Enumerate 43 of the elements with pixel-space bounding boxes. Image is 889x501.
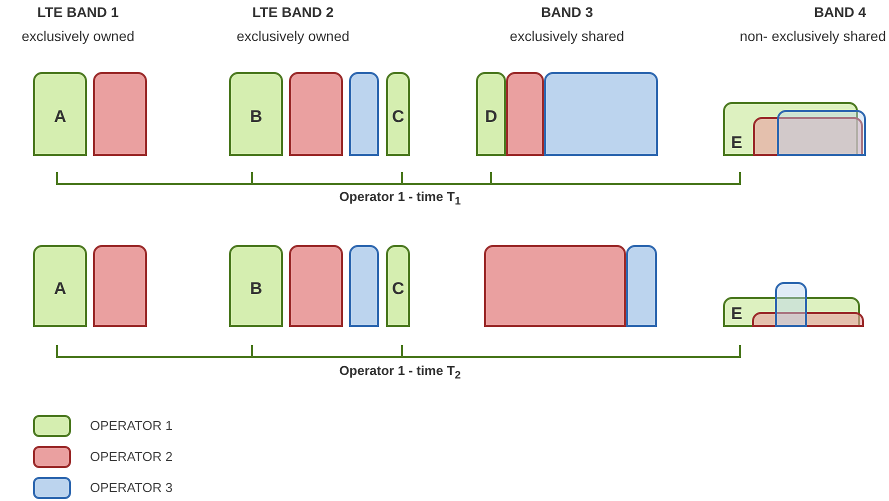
block-letter: C (392, 108, 404, 125)
block-letter: C (392, 280, 404, 297)
block-letter: B (250, 108, 262, 125)
spectrum-block (775, 282, 807, 327)
spectrum-block (723, 297, 860, 327)
spectrum-block (33, 72, 87, 156)
block-letter: A (54, 280, 66, 297)
block-letter: D (485, 108, 498, 125)
spectrum-block (626, 245, 657, 327)
spectrum-block (723, 102, 858, 156)
spectrum-block (229, 72, 283, 156)
band-title: LTE BAND 2 (252, 4, 334, 20)
band-subtitle: non- exclusively shared (740, 28, 886, 44)
block-letter: A (54, 108, 66, 125)
band-title: BAND 4 (814, 4, 866, 20)
spectrum-block (349, 72, 379, 156)
band-subtitle: exclusively owned (22, 28, 134, 44)
block-letter: E (731, 134, 742, 151)
spectrum-block (229, 245, 283, 327)
spectrum-block (506, 72, 544, 156)
block-letter: B (250, 280, 262, 297)
spectrum-block (33, 245, 87, 327)
band-subtitle: exclusively owned (236, 28, 350, 44)
bracket-label: Operator 1 - time T$_{1}$ (339, 189, 461, 208)
band-title: BAND 3 (540, 4, 594, 20)
spectrum-block (386, 245, 410, 327)
band-title: LTE BAND 1 (37, 4, 119, 20)
spectrum-block (289, 72, 343, 156)
legend-label: OPERATOR 2 (90, 449, 173, 464)
legend-label: OPERATOR 1 (90, 418, 173, 433)
spectrum-block (93, 245, 147, 327)
band-subtitle: exclusively shared (510, 28, 624, 44)
spectrum-block (476, 72, 506, 156)
spectrum-block (349, 245, 379, 327)
block-letter: E (731, 305, 742, 322)
bracket-label: Operator 1 - time T$_{2}$ (339, 363, 461, 382)
spectrum-block (777, 110, 866, 156)
spectrum-block (93, 72, 147, 156)
legend-label: OPERATOR 3 (90, 480, 173, 495)
spectrum-block (544, 72, 658, 156)
spectrum-block (386, 72, 410, 156)
spectrum-block (289, 245, 343, 327)
spectrum-block (484, 245, 626, 327)
